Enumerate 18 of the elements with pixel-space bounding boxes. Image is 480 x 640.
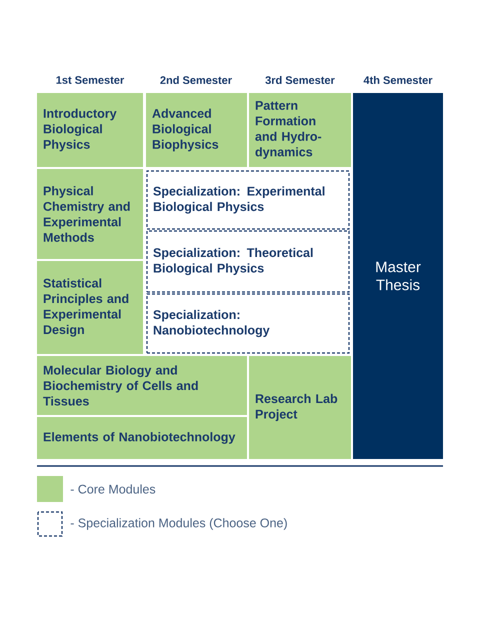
module-box: Research Lab Project [249, 356, 351, 459]
specialization-box: Specialization: Theoretical Biological Physics [146, 230, 350, 293]
specialization-box: Specialization: Nanobiotechnology [146, 293, 350, 354]
semester-heading: 3rd Semester [265, 76, 335, 84]
module-box: Elements of Nanobiotechnology [37, 417, 247, 459]
module-box: Statistical Principles and Experimental Design [37, 261, 143, 354]
semester-heading: 2nd Semester [160, 76, 232, 84]
module-box: Pattern Formation and Hydro-dynamics [249, 93, 351, 167]
module-box: Molecular Biology and Biochemistry of Cells and Tissues [37, 356, 247, 415]
specialization-box: Specialization: Experimental Biological Physics [146, 170, 350, 230]
module-box: Advanced Biological Biophysics [146, 93, 247, 167]
module-box: Introductory Biological Physics [37, 93, 143, 167]
semester-heading: 1st Semester [56, 76, 124, 84]
thesis-box: Master Thesis [353, 93, 443, 459]
semester-heading: 4th Semester [364, 76, 432, 84]
module-box: Physical Chemistry and Experimental Methods [37, 169, 143, 259]
legend-text: - Core Modules [70, 484, 156, 494]
legend-text: - Specialization Modules (Choose One) [70, 518, 287, 530]
